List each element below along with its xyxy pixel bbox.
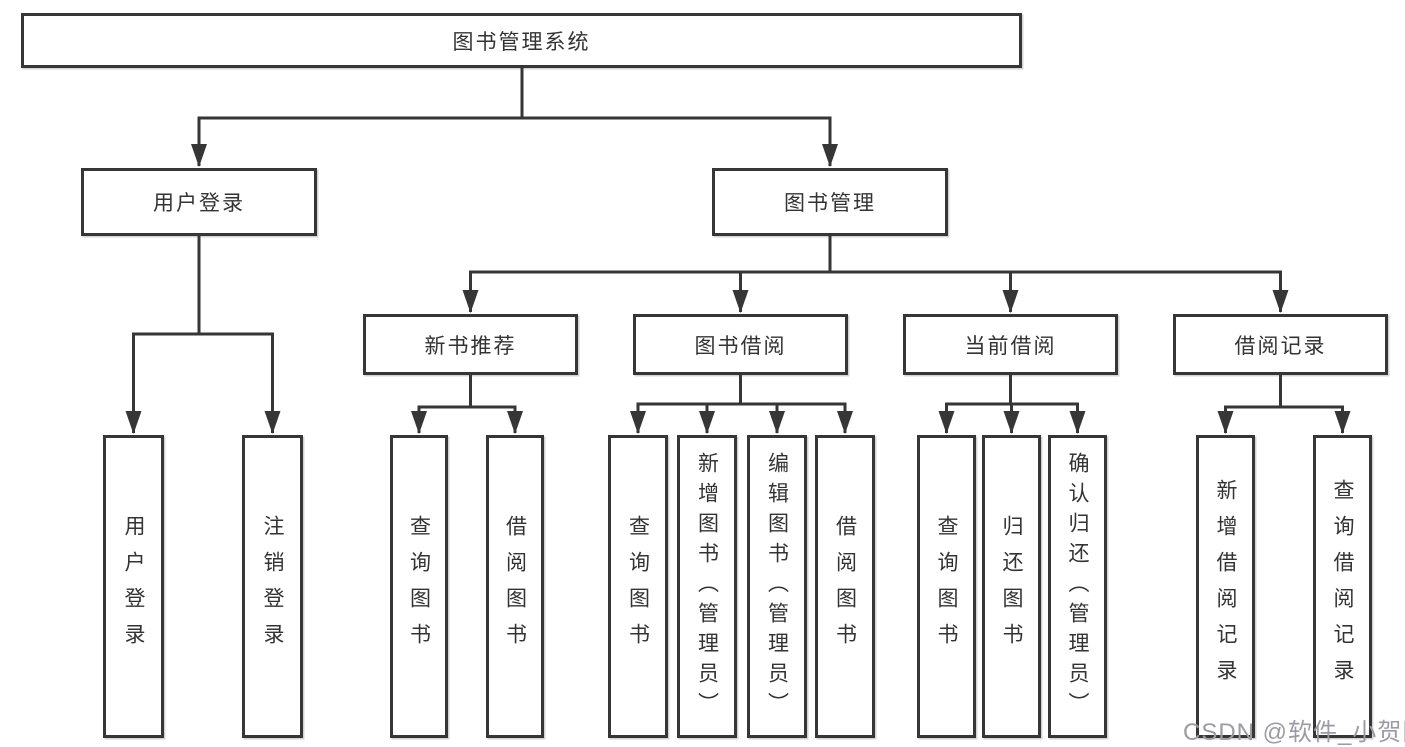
leaf-label: 查询借阅记录 [1331,478,1354,695]
node-current-borrowing: 当前借阅 [903,314,1118,375]
leaf-label: 注销登录 [261,514,284,659]
node-book-borrowing: 图书借阅 [633,314,848,375]
leaf-add-borrow-record: 新增借阅记录 [1196,435,1255,738]
leaf-query-books-current: 查询图书 [917,435,976,738]
node-label: 图书管理系统 [452,30,591,54]
csdn-watermark: CSDN @软件_小贺同学 [1183,719,1405,746]
node-borrowing-records: 借阅记录 [1173,314,1388,375]
leaf-label: 查询图书 [626,514,650,659]
leaf-label: 借阅图书 [503,514,527,659]
node-new-book-recommendation: 新书推荐 [363,314,578,375]
leaf-label: 查询图书 [935,514,958,659]
node-book-management: 图书管理 [712,168,948,236]
leaf-label: 新增图书（管理员） [695,451,719,722]
leaf-label: 借阅图书 [833,514,857,659]
leaf-borrow-books: 借阅图书 [815,435,875,738]
node-library-system: 图书管理系统 [21,13,1022,68]
leaf-return-books: 归还图书 [982,435,1041,738]
leaf-label: 归还图书 [1000,514,1023,659]
leaf-query-books-borrowing: 查询图书 [608,435,668,738]
node-label: 图书管理 [784,192,876,215]
leaf-query-books-recommend: 查询图书 [390,435,448,738]
node-label: 图书借阅 [694,334,787,358]
leaf-logout: 注销登录 [242,435,303,738]
leaf-label: 新增借阅记录 [1214,478,1237,695]
leaf-label: 查询图书 [407,514,431,659]
leaf-label: 用户登录 [122,514,145,659]
node-label: 新书推荐 [424,334,517,358]
leaf-label: 编辑图书（管理员） [765,451,789,722]
leaf-edit-books-admin: 编辑图书（管理员） [747,435,807,738]
leaf-user-login: 用户登录 [103,435,164,738]
leaf-borrow-books-recommend: 借阅图书 [486,435,544,738]
node-label: 当前借阅 [964,334,1057,358]
node-user-login: 用户登录 [81,168,317,236]
node-label: 用户登录 [153,192,245,215]
leaf-confirm-return-admin: 确认归还（管理员） [1048,435,1107,738]
node-label: 借阅记录 [1234,334,1327,358]
leaf-label: 确认归还（管理员） [1066,451,1089,722]
leaf-query-borrow-record: 查询借阅记录 [1313,435,1372,738]
leaf-add-books-admin: 新增图书（管理员） [677,435,737,738]
